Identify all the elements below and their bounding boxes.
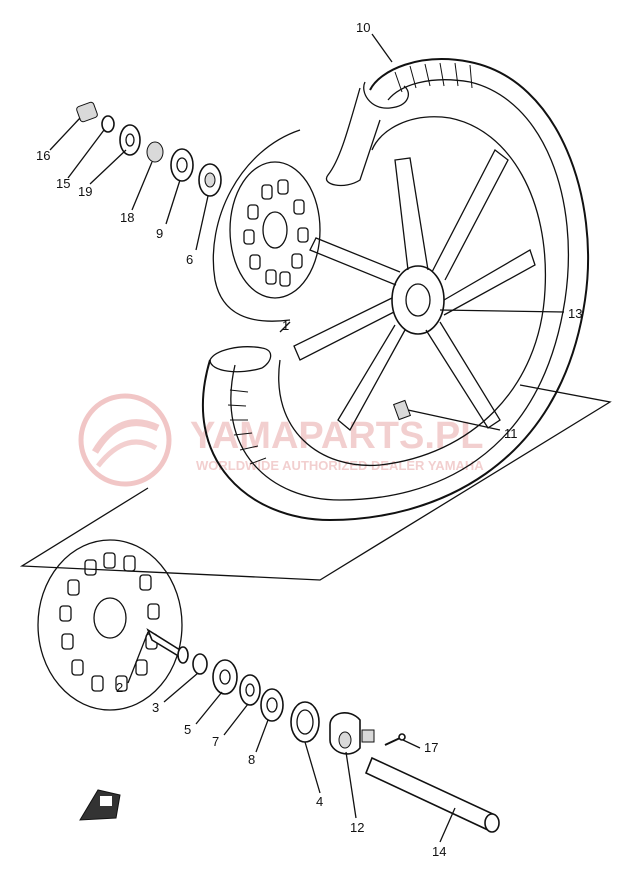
- callout-13: 13: [568, 306, 582, 321]
- part-15-washer: [101, 115, 115, 133]
- wheel-rim: [278, 116, 547, 467]
- callout-11: 11: [504, 426, 518, 441]
- watermark: YAMAPARTS.PL WORLDWIDE AUTHORIZED DEALER…: [78, 393, 484, 487]
- callout-6: 6: [186, 252, 193, 267]
- callout-2: 2: [116, 680, 123, 695]
- upper-hub-hardware: [76, 101, 222, 197]
- part-9-bearing: [170, 148, 194, 182]
- assembly-outline: [19, 384, 612, 581]
- part-4-ring: [290, 701, 320, 743]
- front-arrow-icon: [79, 789, 121, 821]
- part-3-washer: [192, 653, 208, 675]
- callout-4: 4: [316, 794, 323, 809]
- callout-7: 7: [212, 734, 219, 749]
- callout-15: 15: [56, 176, 70, 191]
- callout-16: 16: [36, 148, 50, 163]
- part-17-bolt: [384, 733, 406, 746]
- part-spacer-tube: [146, 628, 189, 664]
- callout-14: 14: [432, 844, 446, 859]
- watermark-logo-icon: [78, 393, 172, 487]
- callout-1: 1: [282, 318, 289, 333]
- callout-10: 10: [356, 20, 370, 35]
- part-12-collar: [329, 712, 375, 755]
- part-8-seal: [260, 688, 284, 722]
- upper-brake-disc: [212, 129, 321, 322]
- watermark-brand: YAMAPARTS.PL: [190, 415, 483, 457]
- callout-3: 3: [152, 700, 159, 715]
- callout-5: 5: [184, 722, 191, 737]
- part-11-valve: [392, 399, 412, 421]
- callout-17: 17: [424, 740, 438, 755]
- lower-brake-disc: [37, 539, 183, 711]
- callout-19: 19: [78, 184, 92, 199]
- part-16-nut: [76, 101, 98, 123]
- callout-labels: 10 16 15 19 18 9 6 1 13 11 2 3 5 7 8 4 1…: [36, 20, 582, 859]
- part-14-axle: [364, 756, 500, 833]
- part-7-plate: [239, 674, 261, 706]
- watermark-tagline: WORLDWIDE AUTHORIZED DEALER YAMAHA: [196, 458, 484, 473]
- leader-lines: [49, 33, 565, 843]
- tire: [201, 58, 589, 522]
- callout-8: 8: [248, 752, 255, 767]
- callout-18: 18: [120, 210, 134, 225]
- callout-9: 9: [156, 226, 163, 241]
- part-6-seal: [198, 163, 222, 197]
- part-19-plate: [119, 124, 141, 156]
- callout-12: 12: [350, 820, 364, 835]
- part-18-spacer: [146, 141, 164, 163]
- part-5-bearing: [212, 659, 238, 695]
- lower-hub-hardware: [146, 628, 500, 833]
